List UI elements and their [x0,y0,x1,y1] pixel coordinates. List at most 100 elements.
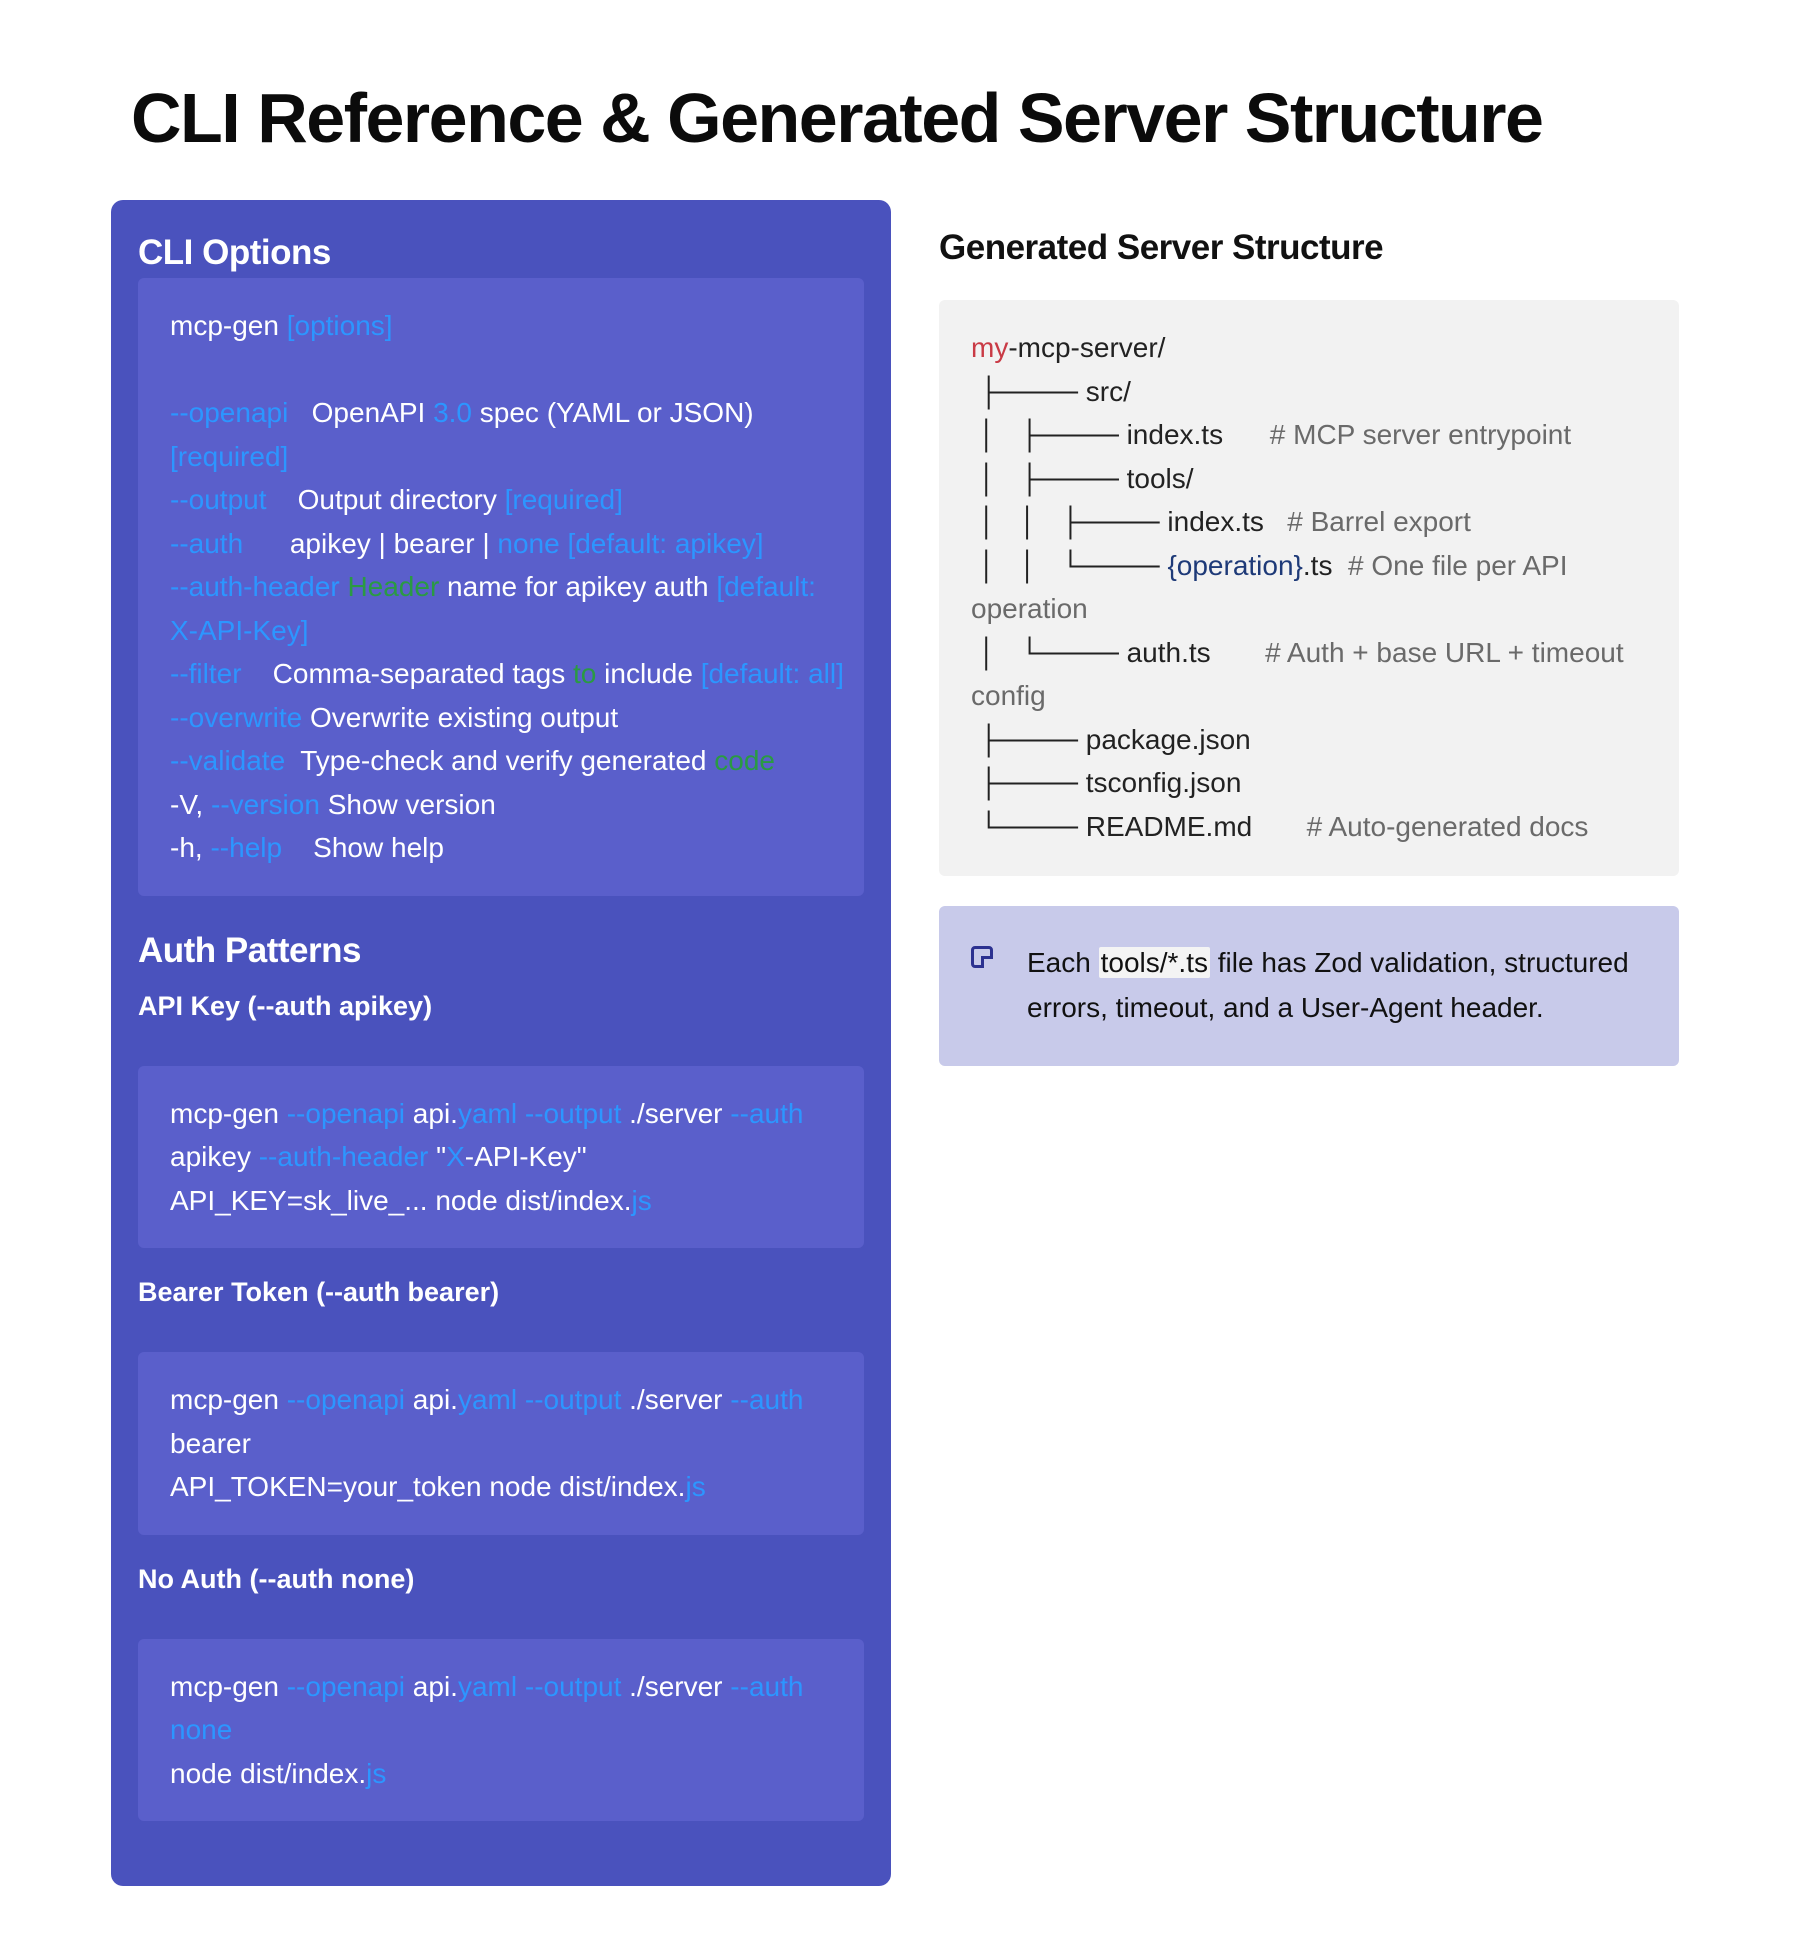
auth-command-line-segment: ./server [621,1670,731,1702]
auth-command-line-segment: ./server [621,1097,731,1129]
auth-command-line-segment: yaml [457,1384,518,1415]
tree-line-segment: # MCP server entrypoint [1269,419,1572,450]
cli-option-line: --overwrite Overwrite existing output [170,696,832,740]
cli-option-line: [required] [170,435,832,479]
note-text-after: file has Zod validation, structured erro… [1027,947,1629,1023]
tree-line: ├──── src/ [971,370,1647,414]
tree-line-segment: ├──── src/ [971,375,1131,407]
cli-option-line: mcp-gen [options] [170,304,832,348]
cli-option-line-segment: [required] [170,440,289,472]
cli-option-line-segment: --overwrite [170,701,303,733]
auth-command-line: none [170,1708,832,1752]
tree-line: │ └──── auth.ts # Auth + base URL + time… [971,631,1647,675]
cli-option-line-segment: none [default: apikey] [497,527,764,559]
cli-option-line-segment: --auth-header [170,571,348,602]
cli-option-line-segment: name for apikey auth [439,571,717,602]
auth-apikey-heading: API Key (--auth apikey) [138,990,433,1021]
cli-option-line-segment: code [714,745,775,776]
cli-option-line-segment: Overwrite existing output [302,701,619,733]
tree-line-segment: │ ├──── index.ts [971,419,1270,450]
auth-command-line: node dist/index.js [170,1752,832,1796]
tree-line-segment: │ │ ├──── index.ts [971,506,1288,537]
cli-option-line-segment: include [596,658,701,689]
cli-option-line-segment: Show version [319,788,496,820]
cli-option-line-segment: [required] [504,484,623,515]
tree-line: │ │ ├──── index.ts # Barrel export [971,500,1647,544]
cli-option-line-segment: [default: all] [700,658,844,689]
auth-command-line-segment: api. [405,1097,458,1129]
cli-option-line-segment: 3.0 [433,397,472,428]
cli-option-line-segment: -V, [170,788,211,820]
cli-option-line-segment: to [573,658,597,689]
tree-line-segment: ├──── tsconfig.json [971,767,1242,798]
cli-option-line-segment: Type-check and verify generated [285,745,715,776]
note-icon [971,946,993,968]
auth-command-line-segment: -API-Key" [464,1141,587,1172]
cli-option-line: --openapi OpenAPI 3.0 spec (YAML or JSON… [170,391,832,435]
cli-option-line: --auth-header Header name for apikey aut… [170,565,832,609]
auth-command-line-segment: bearer [170,1427,251,1459]
structure-tree: my-mcp-server/ ├──── src/ │ ├──── index.… [939,300,1679,876]
note-text-before: Each [1027,947,1099,978]
auth-command-line-segment: --output [524,1384,622,1415]
auth-command-line-segment: apikey [170,1141,259,1172]
auth-bearer-heading: Bearer Token (--auth bearer) [138,1277,500,1307]
cli-option-line: --validate Type-check and verify generat… [170,739,832,783]
auth-command-line-segment: api. [405,1670,458,1702]
page-title: CLI Reference & Generated Server Structu… [131,79,1544,157]
tree-line-segment: └──── README.md [971,810,1307,842]
cli-option-line [170,348,832,392]
cli-option-line-segment: X-API-Key] [170,614,309,646]
cli-option-line-segment: Output directory [266,484,505,515]
tree-line: └──── README.md # Auto-generated docs [971,805,1647,849]
auth-command-line-segment [517,1384,525,1415]
tree-line-segment: │ │ └──── [971,549,1168,581]
cli-option-line-segment: --output [170,484,267,515]
auth-none-code: mcp-gen --openapi api.yaml --output ./se… [138,1638,864,1821]
auth-command-line-segment: --openapi [286,1097,406,1129]
tree-line-segment: # Auth + base URL + timeout [1265,636,1624,668]
cli-option-line-segment: mcp-gen [170,310,287,341]
auth-command-line: mcp-gen --openapi api.yaml --output ./se… [170,1665,832,1709]
tree-line: config [971,674,1647,718]
cli-option-line: -V, --version Show version [170,783,832,827]
auth-command-line-segment: js [685,1471,706,1502]
auth-command-line-segment: --auth [730,1384,804,1415]
cli-option-line-segment: -h, [170,832,211,863]
auth-command-line-segment: js [631,1184,652,1216]
tree-line-segment: my [971,332,1009,363]
note-inline-code: tools/*.ts [1098,947,1210,978]
tree-line: operation [971,587,1647,631]
auth-none-heading: No Auth (--auth none) [138,1563,415,1594]
cli-option-line: --output Output directory [required] [170,478,832,522]
auth-patterns-heading: Auth Patterns [138,930,361,970]
auth-command-line-segment [517,1671,525,1702]
auth-command-line-segment: X [446,1141,465,1172]
auth-command-line: API_KEY=sk_live_... node dist/index.js [170,1179,832,1223]
auth-command-line-segment: --openapi [286,1670,406,1702]
tree-line-segment: # Auto-generated docs [1306,810,1589,842]
tree-line-segment: │ └──── auth.ts [971,636,1266,668]
cli-option-line-segment: apikey | bearer | [243,527,498,559]
auth-command-line-segment: api. [405,1384,458,1415]
structure-heading: Generated Server Structure [939,228,1384,267]
note-callout: Each tools/*.ts file has Zod validation,… [939,906,1679,1066]
tree-line-segment: .ts [1302,549,1349,581]
cli-option-line-segment: Show help [282,832,444,863]
tree-line-segment: # Barrel export [1287,506,1471,537]
auth-command-line-segment: " [428,1141,447,1172]
auth-command-line: mcp-gen --openapi api.yaml --output ./se… [170,1092,832,1136]
auth-command-line-segment: ./server [621,1384,731,1415]
auth-command-line-segment: API_KEY=sk_live_... node dist/index. [170,1184,632,1216]
tree-line-segment: config [971,680,1046,711]
auth-command-line-segment: mcp-gen [170,1670,287,1702]
cli-option-line: -h, --help Show help [170,826,832,870]
tree-line-segment: │ ├──── tools/ [971,462,1194,494]
tree-line: │ │ └──── {operation}.ts # One file per … [971,544,1647,588]
auth-command-line-segment: js [366,1757,387,1789]
auth-command-line: bearer [170,1422,832,1466]
auth-command-line-segment: --output [524,1097,622,1129]
cli-option-line-segment: --auth [170,527,244,559]
auth-command-line: mcp-gen --openapi api.yaml --output ./se… [170,1378,832,1422]
cli-option-line-segment: [default: [716,571,816,602]
